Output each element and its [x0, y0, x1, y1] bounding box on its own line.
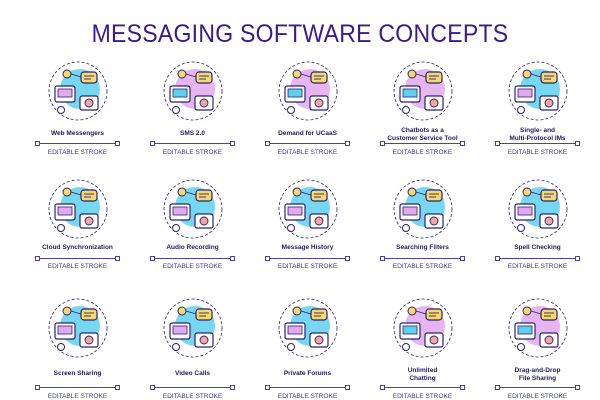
concept-label: SMS 2.0: [180, 130, 205, 137]
search-filter-icon: [392, 178, 454, 240]
editable-stroke-label: EDITABLE STROKE: [277, 393, 338, 400]
stroke-divider: [380, 141, 465, 146]
stroke-divider: [265, 141, 350, 146]
editable-stroke-label: EDITABLE STROKE: [162, 149, 223, 156]
screen-sharing-icon: [47, 297, 109, 359]
stroke-divider: [150, 256, 235, 261]
stroke-divider: [150, 385, 235, 390]
audio-recording-icon: [162, 178, 224, 240]
concept-label: Web Messengers: [51, 130, 104, 137]
concept-label: Cloud Synchronization: [42, 244, 113, 251]
editable-stroke-label: EDITABLE STROKE: [277, 149, 338, 156]
concept-label: Video Calls: [175, 370, 210, 377]
multi-protocol-icon: [507, 60, 569, 122]
message-history-icon: [277, 178, 339, 240]
editable-stroke-label: EDITABLE STROKE: [507, 149, 568, 156]
concept-label: Message History: [281, 244, 334, 251]
private-forum-icon: [277, 297, 339, 359]
editable-stroke-label: EDITABLE STROKE: [392, 263, 453, 270]
stroke-divider: [265, 385, 350, 390]
stroke-divider: [495, 256, 580, 261]
editable-stroke-label: EDITABLE STROKE: [507, 393, 568, 400]
concept-label: Spell Checking: [514, 244, 561, 251]
stroke-divider: [380, 256, 465, 261]
stroke-divider: [380, 385, 465, 390]
stroke-divider: [35, 385, 120, 390]
editable-stroke-label: EDITABLE STROKE: [47, 263, 108, 270]
sms-icon: [162, 60, 224, 122]
video-call-icon: [162, 297, 224, 359]
editable-stroke-label: EDITABLE STROKE: [47, 393, 108, 400]
editable-stroke-label: EDITABLE STROKE: [507, 263, 568, 270]
editable-stroke-label: EDITABLE STROKE: [392, 393, 453, 400]
stroke-divider: [35, 141, 120, 146]
stroke-divider: [35, 256, 120, 261]
concept-label: Searching Filters: [396, 244, 449, 251]
page-title: MESSAGING SOFTWARE CONCEPTS: [91, 20, 509, 48]
spell-check-icon: [507, 178, 569, 240]
file-sharing-icon: [507, 297, 569, 359]
cloud-sync-icon: [47, 178, 109, 240]
editable-stroke-label: EDITABLE STROKE: [47, 149, 108, 156]
stroke-divider: [150, 141, 235, 146]
stroke-divider: [495, 141, 580, 146]
ucaas-icon: [277, 60, 339, 122]
editable-stroke-label: EDITABLE STROKE: [162, 393, 223, 400]
unlimited-chat-icon: [392, 297, 454, 359]
editable-stroke-label: EDITABLE STROKE: [162, 263, 223, 270]
editable-stroke-label: EDITABLE STROKE: [392, 149, 453, 156]
concept-label: Screen Sharing: [53, 370, 102, 377]
concept-label: Demand for UCaaS: [278, 130, 337, 137]
editable-stroke-label: EDITABLE STROKE: [277, 263, 338, 270]
web-messengers-icon: [47, 60, 109, 122]
stroke-divider: [265, 256, 350, 261]
concept-label: Audio Recording: [166, 244, 219, 251]
chatbot-icon: [392, 60, 454, 122]
concept-label: Private Forums: [283, 370, 332, 377]
stroke-divider: [495, 385, 580, 390]
